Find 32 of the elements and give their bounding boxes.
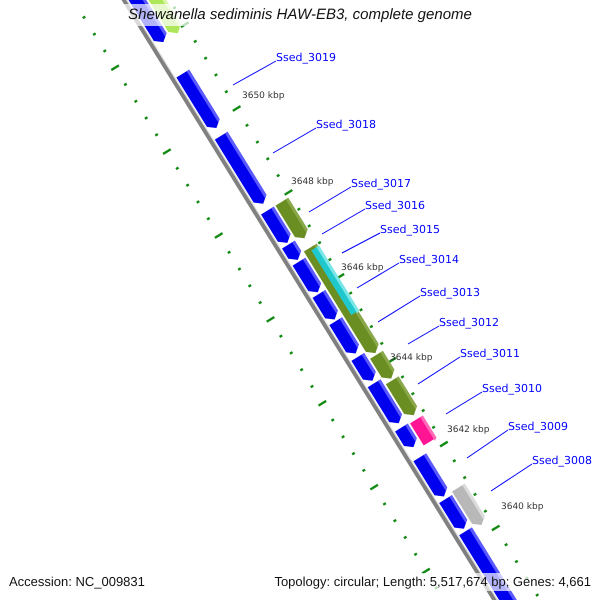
leader-line [232,60,276,86]
position-label: 3648 kbp [291,177,334,188]
position-label: 3650 kbp [242,91,284,102]
leader-line [378,296,420,322]
gene-label: Ssed_3012 [439,316,499,329]
gene-label: Ssed_3017 [351,177,411,190]
footer-text: Accession: NC_009831 [9,573,145,591]
leader-line [322,208,366,234]
leader-line [490,464,532,492]
leader-line [308,186,352,212]
position-label: 3640 kbp [501,502,544,513]
gene-label: Ssed_3013 [420,286,480,299]
leader-line [418,356,460,384]
gene-label: Ssed_3018 [316,118,376,131]
leader-line [342,232,380,254]
gene-label: Ssed_3011 [460,347,520,360]
gene-label: Ssed_3010 [482,382,542,395]
leader-line [408,326,440,344]
leader-line [356,262,400,288]
leader-line [272,128,316,154]
footer-text: Topology: circular; Length: 5,517,674 bp; Genes: 4,661 [274,573,591,591]
gene-label: Ssed_3014 [399,253,459,266]
position-label: 3644 kbp [390,353,432,364]
gene-label: Ssed_3016 [365,199,425,212]
gene-label: Ssed_3019 [276,51,336,64]
position-label: 3646 kbp [341,263,384,274]
position-label: 3642 kbp [447,425,490,436]
gene-label: Ssed_3015 [380,223,440,236]
leader-line [446,392,482,414]
gene-label: Ssed_3008 [532,454,592,467]
gene-label: Ssed_3009 [508,420,568,433]
leader-line [466,430,508,458]
